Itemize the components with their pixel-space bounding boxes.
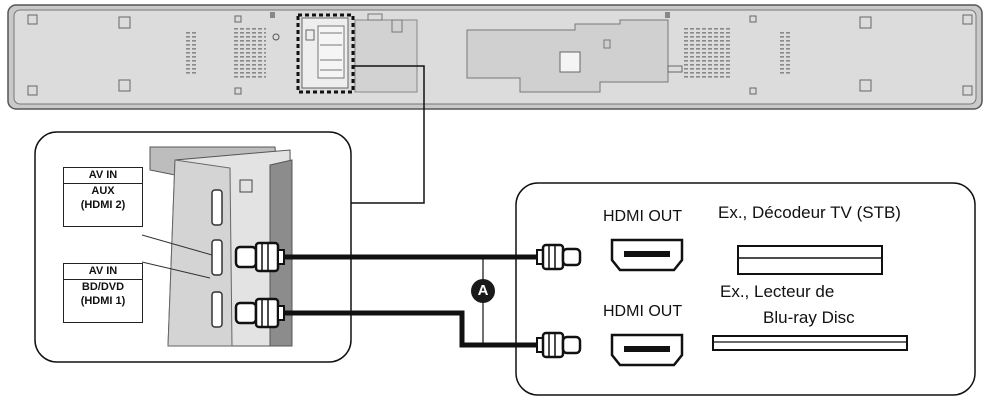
tag-aux-title: AV IN [64,168,142,184]
stb-device-name: Ex., Décodeur TV (STB) [718,203,901,222]
tag-av-in-bd: AV IN BD/DVD (HDMI 1) [63,263,143,323]
tag-aux-sub1: AUX [91,185,115,197]
tag-bd-title: AV IN [64,264,142,280]
bluray-device [712,335,908,351]
tag-leader-bd [141,261,211,279]
tag-leader-aux [141,234,213,256]
zoom-panel-terminal [149,146,293,347]
soundbar-body [7,4,983,110]
hdmi-port-stb [610,238,684,272]
tag-aux-sub2: (HDMI 2) [80,199,126,211]
tag-bd-sub1: BD/DVD [81,281,125,293]
hdmi-plug-bd-soundbar [234,297,285,329]
bluray-device-name-line1: Ex., Lecteur de [720,282,835,301]
hdmi-plug-aux-soundbar [234,241,285,273]
terminal-highlight [296,13,355,94]
hdmi-cable-bd [280,310,540,348]
hdmi-plug-bluray-side [536,331,582,359]
hdmi-port-bluray [610,333,684,367]
tag-bd-sub2: (HDMI 1) [80,295,126,307]
stb-device [737,245,883,275]
cable-marker-a: A [471,279,495,303]
bluray-port-label: HDMI OUT [603,303,683,320]
callout-leader [342,65,425,204]
bluray-device-name-line2: Blu-ray Disc [763,308,855,327]
hdmi-plug-stb-side [536,243,582,271]
tag-av-in-aux: AV IN AUX (HDMI 2) [63,167,143,227]
stb-port-label: HDMI OUT [603,208,683,225]
